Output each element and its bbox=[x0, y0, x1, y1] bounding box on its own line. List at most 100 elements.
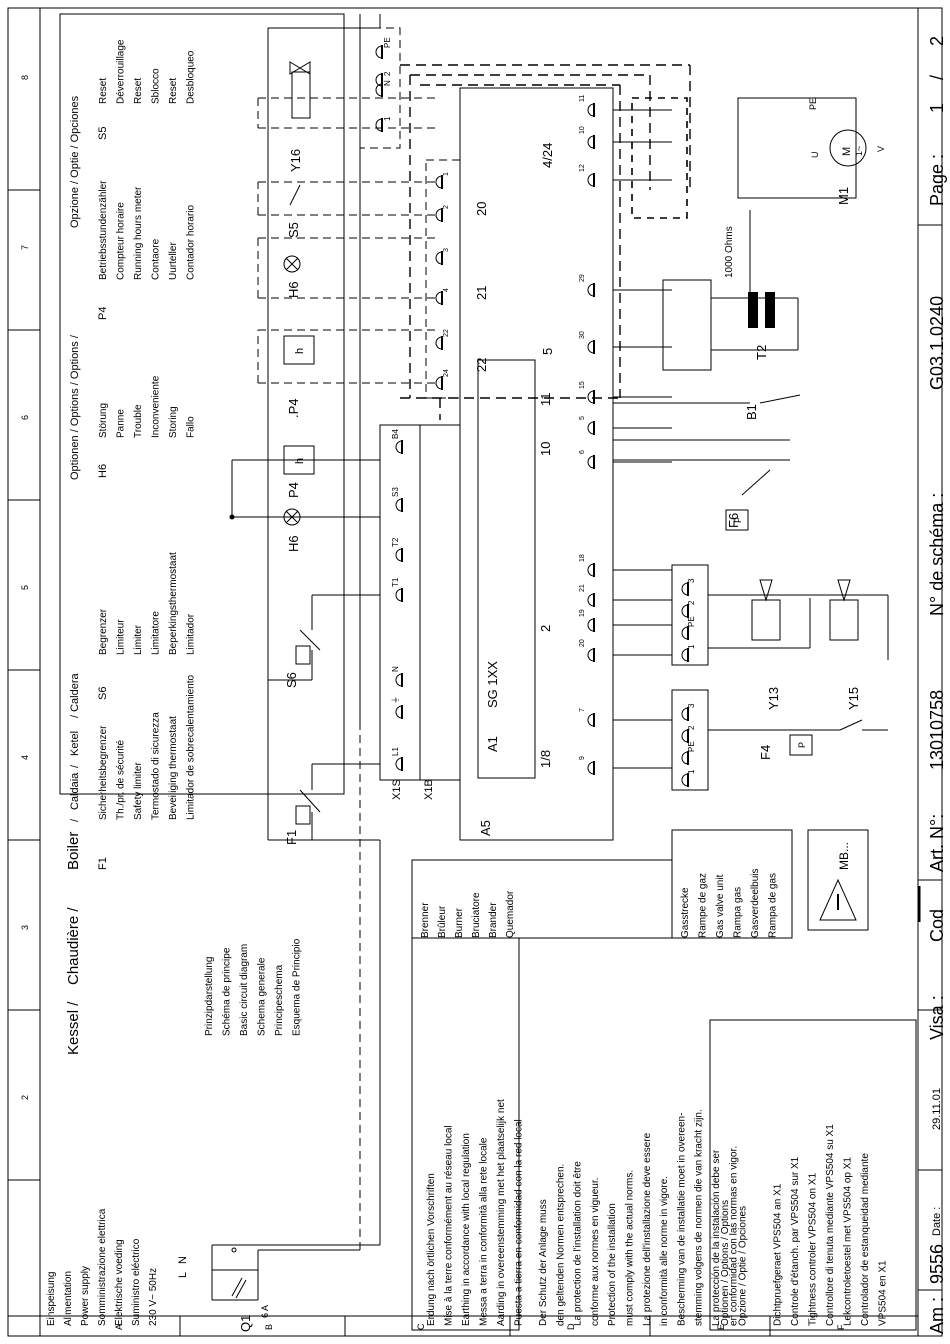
motor-u-label: U bbox=[810, 152, 820, 159]
optional-plug-box bbox=[359, 27, 401, 149]
y13-plug-pin-symbol bbox=[681, 604, 689, 618]
f4-plug-pin-label: PE bbox=[687, 741, 696, 752]
x1s-terminal-symbol bbox=[395, 498, 403, 512]
legend-f1-line: Beveiliging thermostaat bbox=[168, 716, 179, 820]
options-terminal-label: 3 bbox=[443, 248, 450, 252]
boiler-caldera: / Caldera bbox=[69, 672, 81, 718]
y16-coil bbox=[291, 71, 311, 119]
x1b-label: X1B bbox=[423, 779, 435, 800]
low-terminal-label: 21 bbox=[579, 584, 586, 592]
f4-plug-pin-label: 3 bbox=[687, 703, 696, 708]
f6-switch bbox=[725, 509, 749, 531]
legend-h6-line: Storing bbox=[168, 406, 179, 438]
options-box-line: Optionen / Options / Options bbox=[720, 1200, 731, 1326]
main-rails bbox=[267, 14, 381, 841]
options-terminal-symbol bbox=[435, 336, 443, 350]
low-terminal-symbol bbox=[587, 103, 595, 117]
options-terminal-symbol bbox=[435, 291, 443, 305]
date-label: Date : bbox=[931, 1207, 943, 1236]
f4-plug-pin-label: 2 bbox=[687, 725, 696, 730]
earthing-line: Puesta a tierra en conformidad con la re… bbox=[514, 1119, 525, 1326]
t2-plug bbox=[662, 279, 712, 371]
options-box-line: Tightness controler VPS504 on X1 bbox=[808, 1173, 819, 1326]
y13-valve bbox=[751, 599, 781, 641]
principle-line: Basic circuit diagram bbox=[239, 944, 250, 1036]
low-terminal-symbol bbox=[587, 593, 595, 607]
p4-label-a: P4 bbox=[286, 482, 301, 498]
a1-sg1xx-box bbox=[477, 359, 536, 779]
x1s-terminal-label: T1 bbox=[391, 577, 400, 587]
optional-plug-pin-symbol bbox=[375, 83, 383, 97]
gas-line: Rampe de gaz bbox=[698, 873, 709, 938]
options-box-line: Dichtpruefgeraet VPS504 an X1 bbox=[773, 1183, 784, 1326]
power-supply-line: Power supply bbox=[80, 1266, 91, 1326]
grid-ticks bbox=[8, 189, 771, 1336]
principle-line: Esquema de Principio bbox=[292, 938, 303, 1036]
legend-s6-line: Limiter bbox=[133, 624, 144, 655]
lamp-icon-optional bbox=[283, 255, 301, 273]
low-terminal-label: 29 bbox=[579, 274, 586, 282]
page-value: 1 bbox=[927, 103, 947, 113]
hours-meter-icon bbox=[283, 445, 315, 475]
options-box-line: Controlador de estanqueidad mediante bbox=[860, 1153, 871, 1326]
low-terminal-label: 30 bbox=[579, 331, 586, 339]
options-box-line: Controle d'étanch. par VPS504 sur X1 bbox=[790, 1156, 801, 1326]
legend-s6-code: S6 bbox=[97, 687, 109, 700]
boiler-caldaia: Caldaia bbox=[69, 772, 81, 810]
options-terminal-symbol bbox=[435, 175, 443, 189]
q1-amp-label: 6 A bbox=[260, 1305, 270, 1318]
burner-line: Quemador bbox=[505, 890, 516, 938]
low-terminal-label: 15 bbox=[579, 381, 586, 389]
grid-row-labels: A B C D E F bbox=[114, 1323, 846, 1330]
options-box-line: Opzione / Optie / Opciones bbox=[738, 1206, 749, 1326]
f6-p-symbol: P bbox=[733, 517, 743, 523]
x1s-terminal-label: N bbox=[391, 666, 400, 672]
grid-col-3: 3 bbox=[20, 925, 30, 930]
sg-pin-label: 11 bbox=[538, 393, 553, 407]
optional-plug-label: 2 bbox=[383, 71, 392, 76]
x1s-terminal-label: B4 bbox=[391, 429, 400, 439]
x1s-terminal-label: ⏚ bbox=[391, 696, 400, 704]
grid-row-b: B bbox=[264, 1324, 274, 1330]
schema-label: N° de schéma : bbox=[927, 493, 947, 616]
h6-label-b: H6 bbox=[286, 281, 301, 298]
valve-icon-optional bbox=[289, 61, 311, 75]
gas-box bbox=[671, 829, 793, 939]
motor-icon bbox=[829, 129, 867, 167]
p4-label-b: .P4 bbox=[286, 398, 301, 418]
b1-sensor: B1 bbox=[613, 394, 801, 420]
low-terminal-symbol bbox=[587, 648, 595, 662]
options-terminal-label: 24 bbox=[443, 369, 450, 377]
s6-label: S6 bbox=[284, 672, 299, 688]
options-box-line: VPS504 en X1 bbox=[878, 1260, 889, 1326]
optional-devices: h .P4 H6 S5 Y16 bbox=[257, 61, 440, 418]
schema-value: G03.1.0240 bbox=[927, 296, 947, 390]
protection-line: den geltenden Normen entsprechen. bbox=[555, 1164, 566, 1326]
principle-line: Prinzipdarstellung bbox=[204, 957, 215, 1037]
legend-p4-code: P4 bbox=[97, 307, 109, 320]
legend-p4-line: Betriebsstundenzähler bbox=[98, 180, 109, 280]
low-terminal-label: 6 bbox=[579, 450, 586, 454]
f4-plug-pin-symbol bbox=[681, 751, 689, 765]
boiler-header: Kessel / Chaudière / Boiler bbox=[65, 832, 82, 1055]
options-terminal-block bbox=[425, 159, 461, 399]
grid-col-8: 8 bbox=[20, 75, 30, 80]
boiler-chaudiere: Chaudière / bbox=[65, 907, 82, 985]
sg-pin-label: 10 bbox=[538, 442, 553, 456]
protection-line: Protection of the installation bbox=[607, 1203, 618, 1326]
sg-pin-label: 4/24 bbox=[540, 143, 555, 168]
options-box-text: Optionen / Options / Options Opzione / Op… bbox=[720, 1124, 889, 1326]
low-terminal-label: 9 bbox=[579, 756, 586, 760]
b1-label: B1 bbox=[744, 404, 759, 420]
low-terminal-symbol bbox=[587, 713, 595, 727]
grid-row-d: D bbox=[566, 1323, 576, 1330]
motor-m-symbol: M bbox=[841, 147, 853, 156]
legend-p4-line: Contaore bbox=[151, 238, 162, 280]
legend-s5-line: Desbloqueo bbox=[186, 50, 197, 104]
x1s-terminal-symbol bbox=[395, 673, 403, 687]
